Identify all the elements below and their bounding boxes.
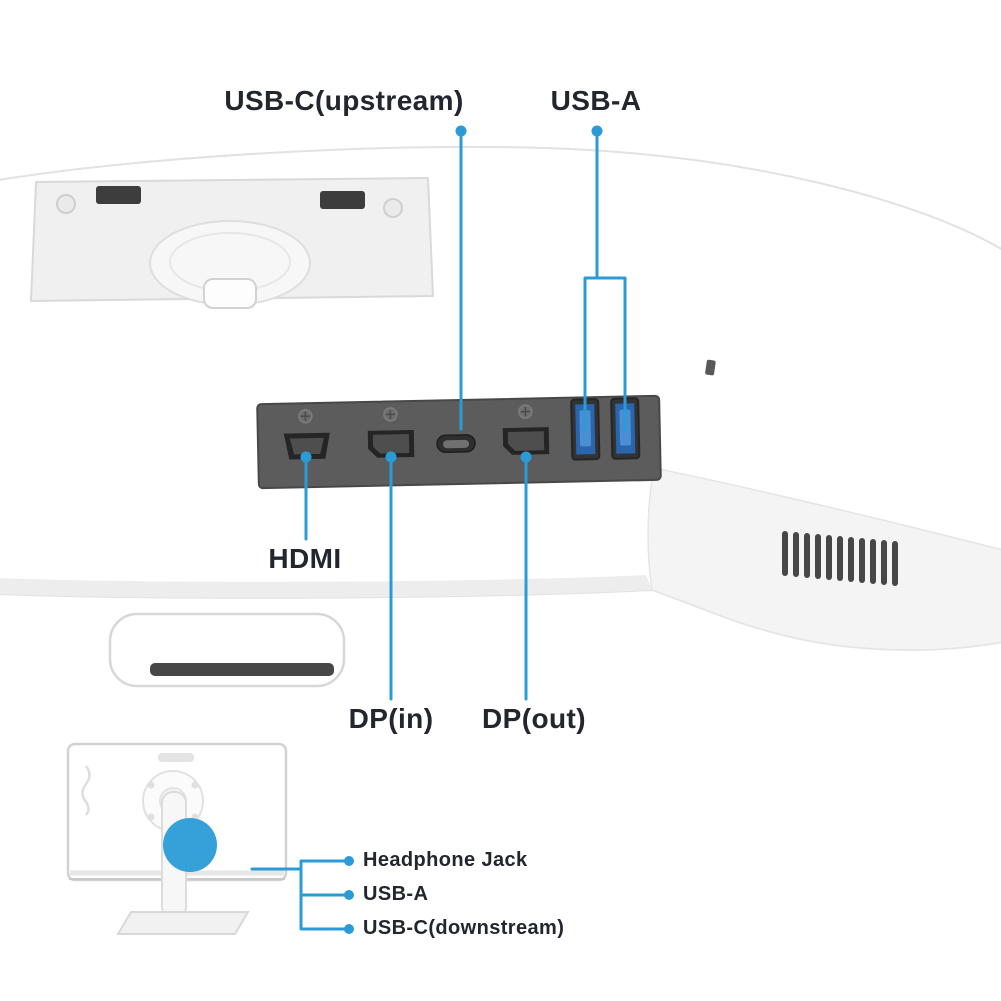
label-hdmi: HDMI [268,543,342,574]
callout-lines [250,135,627,931]
callout-dots [300,125,603,934]
stand-base [116,911,250,935]
port-highlight-circle [163,818,217,872]
rear-callout-lines [250,859,346,931]
io-port-panel [256,394,662,490]
usb-a-dot [591,125,603,137]
mount-slot-right [320,191,365,209]
hdmi-port-icon [283,432,330,460]
dp-in-dot [385,451,397,463]
usb-c-port-icon [436,434,476,454]
panel-screw [298,408,313,424]
usb-a-line [583,135,627,433]
mount-slot-left [96,186,141,204]
headphone-jack-dot [344,856,354,866]
label-headphone-jack: Headphone Jack [363,849,528,871]
label-usb-a-rear: USB-A [363,883,429,905]
release-tab [203,278,257,309]
vesa-mount-plate [30,177,434,309]
screw-hole-left [56,194,76,214]
dp-in-port-icon [367,429,415,458]
usb-c-downstream-dot [344,924,354,934]
stand-hinge-cover [108,612,346,688]
label-usb-a-top: USB-A [550,85,642,116]
panel-screw [518,404,533,419]
right-sloped-underside [647,467,1001,651]
hdmi-dot [300,451,312,463]
label-usb-c-downstream: USB-C(downstream) [363,917,565,939]
speaker-grille [782,531,898,586]
decorative-squiggle [81,765,91,816]
dp-out-dot [520,451,532,463]
screw-hole-right [383,198,403,218]
panel-screw [383,407,398,422]
label-usb-c-upstream: USB-C(upstream) [224,85,464,116]
brand-logo [158,753,194,762]
label-dp-in: DP(in) [348,703,434,734]
usb-a-rear-dot [344,890,354,900]
label-dp-out: DP(out) [482,703,586,734]
rear-view-monitor [66,742,288,935]
dp-out-port-icon [502,427,550,455]
kensington-lock-slot [705,359,716,376]
usb-c-upstream-dot [455,125,467,137]
bottom-edge-strip [0,575,652,598]
